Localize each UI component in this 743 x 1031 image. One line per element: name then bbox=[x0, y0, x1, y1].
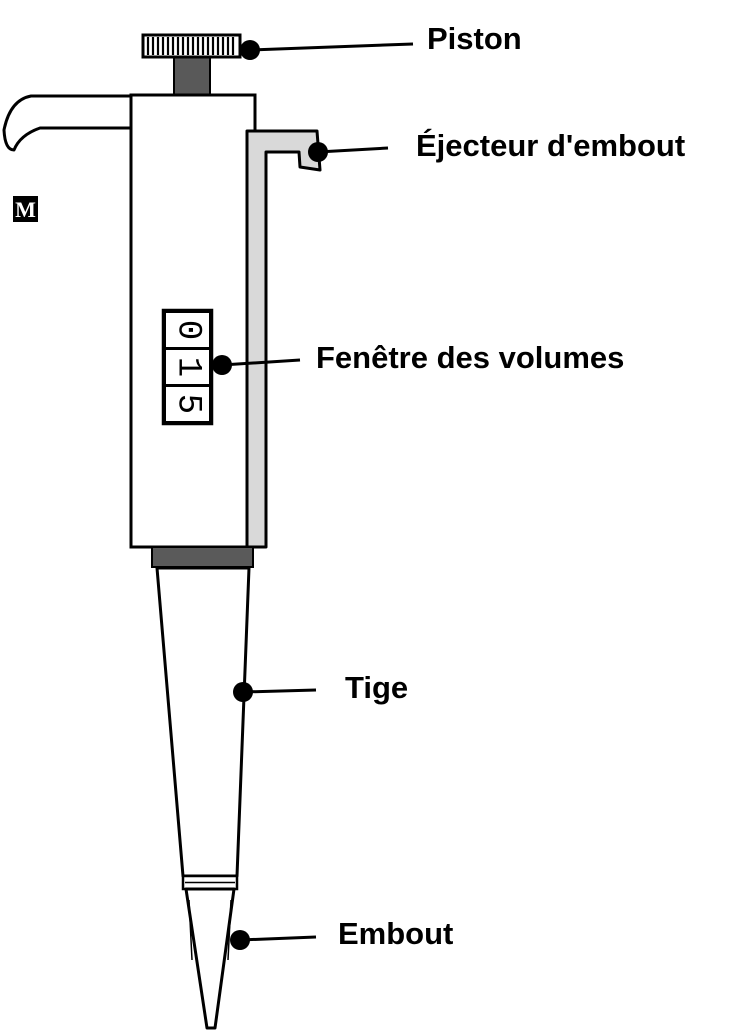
volume-digit-1: 0 bbox=[169, 320, 207, 340]
leader-volume-window bbox=[212, 355, 301, 375]
finger-hook bbox=[2, 94, 131, 152]
logo-mark: M bbox=[13, 196, 38, 222]
volume-digit-2: 1 bbox=[169, 357, 207, 377]
label-tip: Embout bbox=[338, 916, 453, 951]
volume-window: 0 1 5 bbox=[161, 308, 214, 426]
leader-shaft bbox=[233, 682, 317, 702]
label-ejector: Éjecteur d'embout bbox=[416, 128, 685, 163]
tip-ejector bbox=[245, 129, 322, 549]
disposable-tip bbox=[184, 887, 236, 1030]
leader-tip bbox=[230, 930, 317, 950]
svg-text:M: M bbox=[15, 197, 36, 222]
leader-piston bbox=[240, 40, 414, 60]
label-shaft: Tige bbox=[345, 670, 408, 705]
shaft bbox=[155, 566, 251, 878]
collar bbox=[151, 546, 254, 568]
label-volume-window: Fenêtre des volumes bbox=[316, 340, 624, 375]
plunger-rod bbox=[173, 51, 211, 99]
tip-seat-ring bbox=[181, 874, 239, 891]
label-piston: Piston bbox=[427, 21, 522, 56]
leader-ejector bbox=[308, 142, 389, 162]
volume-digit-3: 5 bbox=[169, 394, 207, 414]
piston-button bbox=[141, 33, 242, 59]
tip-ridges bbox=[188, 899, 232, 961]
